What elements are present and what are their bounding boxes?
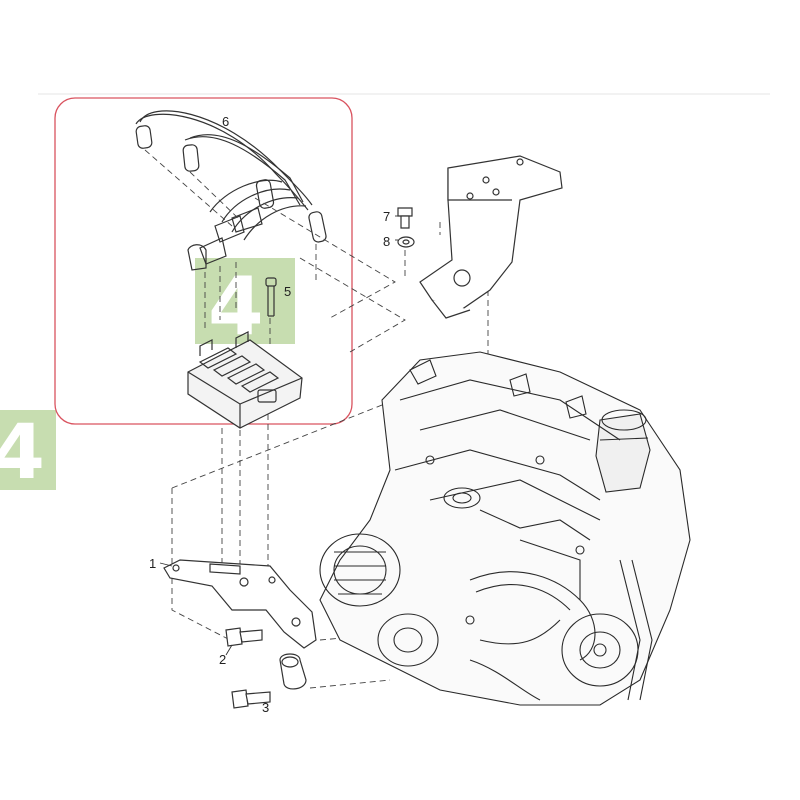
watermark-left-glyph: 4 [0,407,45,496]
watermark-mid: 4 [195,258,295,353]
bolt-7 [397,207,413,229]
bolt-3 [231,689,271,709]
callout-7: 7 [383,209,390,224]
watermark-left-tile [0,410,56,490]
callout-8: 8 [383,234,390,249]
engine-block [319,351,691,706]
coil-bolt [265,277,277,317]
lower-bracket [163,559,317,649]
leader-lines [159,215,400,656]
bushing [279,653,307,690]
callout-5: 5 [284,284,291,299]
watermark-mid-tile [195,258,295,344]
ignition-coil [187,331,303,429]
callout-1: 1 [149,556,156,571]
watermark-left: 4 [0,407,56,496]
callout-6: 6 [222,114,229,129]
callout-2: 2 [219,652,226,667]
highlight-frame [54,97,353,425]
ignition-leads [135,110,327,271]
bolt-2 [225,627,263,647]
upper-bracket [419,155,563,319]
callout-3: 3 [262,700,269,715]
washer-8 [397,236,415,248]
